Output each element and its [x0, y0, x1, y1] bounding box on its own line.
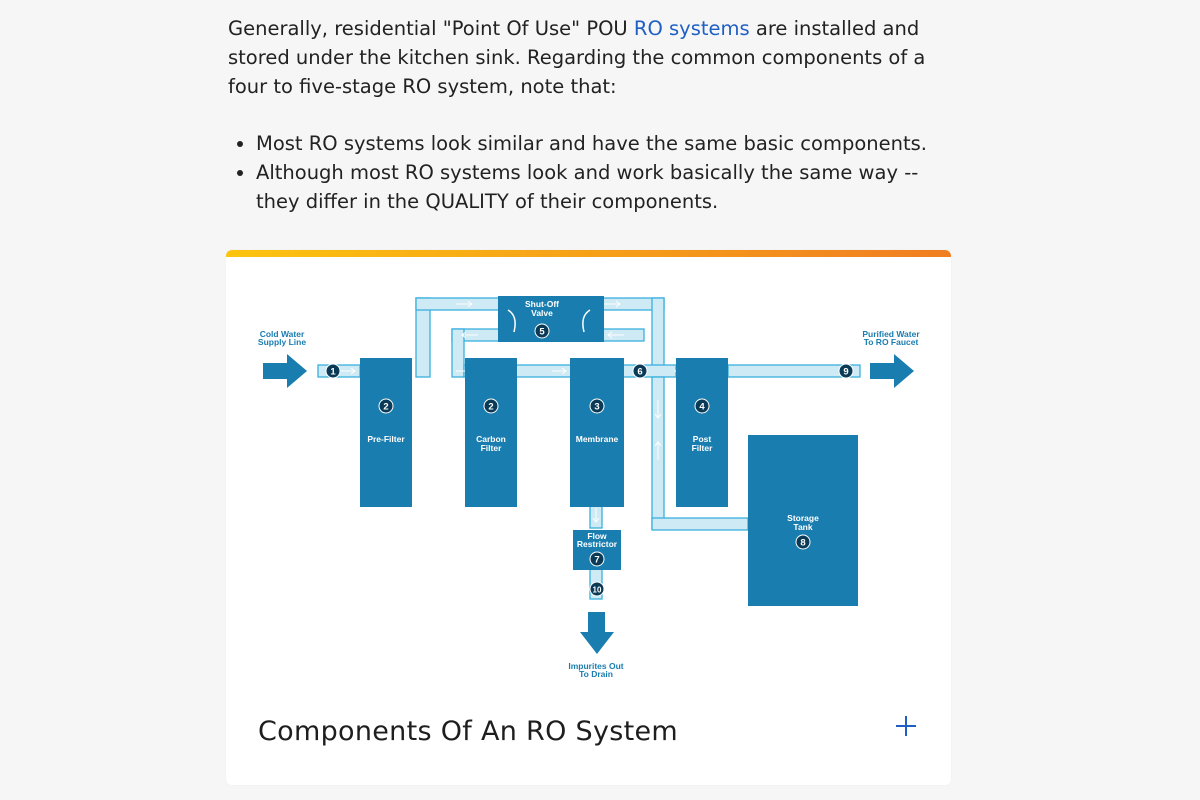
component-flow-restrictor: Flow Restrictor 7	[573, 530, 621, 570]
storage-tank-label: Tank	[793, 522, 812, 532]
external-flow: Cold Water Supply Line Purified Water To…	[258, 329, 920, 679]
outlet-arrow-icon	[870, 354, 914, 388]
flow-arrow	[654, 400, 662, 419]
outlet-label: To RO Faucet	[864, 337, 919, 347]
flow-arrow	[654, 441, 662, 460]
ro-diagram-card: Shut-Off Valve 5 2 Pre-Filter 2 Carbon F…	[226, 250, 951, 785]
valve-arrow-icon	[582, 309, 591, 333]
post-filter-label: Filter	[692, 443, 713, 453]
drain-label: Impurites Out	[568, 661, 623, 671]
inlet-arrow-icon	[263, 354, 307, 388]
flow-arrow	[592, 508, 600, 523]
flow-arrow	[552, 367, 567, 375]
flow-arrow	[461, 331, 478, 339]
post-filter-number: 4	[699, 402, 705, 413]
flow-restrictor-number: 7	[594, 555, 599, 566]
junction-number: 6	[637, 367, 642, 378]
post-filter-housing	[676, 358, 728, 507]
flow-restrictor-label: Restrictor	[577, 539, 618, 549]
valve-arrow-icon	[507, 309, 516, 333]
card-title: Components Of An RO System	[258, 716, 678, 747]
storage-tank-marker	[795, 534, 811, 550]
intro-bullet-list: Most RO systems look similar and have th…	[228, 129, 958, 216]
prefilter-marker	[378, 398, 394, 414]
shutoff-valve-label: Shut-Off	[525, 299, 559, 309]
drain-arrow-icon	[580, 612, 614, 654]
inlet-number: 1	[330, 367, 336, 378]
inlet-label: Supply Line	[258, 337, 306, 347]
shutoff-valve-box	[498, 296, 604, 342]
post-filter-marker	[694, 398, 710, 414]
storage-tank	[748, 435, 858, 606]
carbon-filter-housing	[465, 358, 517, 507]
drain-number: 10	[593, 586, 602, 595]
flow-restrictor-label: Flow	[587, 531, 607, 541]
component-carbon-filter: 2 Carbon Filter	[465, 358, 517, 507]
plus-icon[interactable]	[892, 712, 920, 740]
ro-system-diagram: Shut-Off Valve 5 2 Pre-Filter 2 Carbon F…	[258, 296, 920, 679]
prefilter-housing	[360, 358, 412, 507]
prefilter-number: 2	[383, 402, 388, 413]
shutoff-valve-label: Valve	[531, 308, 553, 318]
flow-arrow	[456, 300, 473, 308]
membrane-label: Membrane	[576, 434, 619, 444]
drain-label: To Drain	[579, 669, 613, 679]
component-post-filter: 4 Post Filter	[676, 358, 728, 507]
flow-arrow	[607, 331, 624, 339]
carbon-filter-marker	[483, 398, 499, 414]
storage-tank-label: Storage	[787, 513, 819, 523]
tank-feed-pipe	[651, 517, 749, 531]
return-riser-pipe	[451, 328, 465, 378]
outlet-number: 9	[843, 367, 848, 378]
carbon-filter-label: Filter	[481, 443, 502, 453]
flow-arrow	[341, 367, 356, 375]
shutoff-valve-marker	[534, 323, 550, 339]
drain-marker	[589, 581, 605, 597]
intro-text-before-link: Generally, residential "Point Of Use" PO…	[228, 17, 634, 40]
article-intro: Generally, residential "Point Of Use" PO…	[228, 14, 958, 216]
intro-bullet: Although most RO systems look and work b…	[256, 158, 958, 216]
shutoff-valve-number: 5	[539, 327, 545, 338]
pipe-markers: 1 6 9 10	[325, 363, 854, 597]
component-storage-tank: Storage Tank 8	[748, 435, 858, 606]
outlet-marker	[838, 363, 854, 379]
membrane-housing	[570, 358, 624, 507]
carbon-filter-label: Carbon	[476, 434, 506, 444]
card-accent-bar	[226, 250, 951, 257]
membrane-number: 3	[594, 402, 599, 413]
inlet-label: Cold Water	[260, 329, 305, 339]
component-prefilter: 2 Pre-Filter	[360, 358, 412, 507]
carbon-filter-number: 2	[488, 402, 493, 413]
outlet-label: Purified Water	[862, 329, 920, 339]
post-filter-label: Post	[693, 434, 712, 444]
flow-restrictor-marker	[589, 551, 605, 567]
junction-marker	[632, 363, 648, 379]
ro-systems-link[interactable]: RO systems	[633, 17, 750, 40]
prefilter-label: Pre-Filter	[367, 434, 405, 444]
component-membrane: 3 Membrane	[570, 358, 624, 507]
intro-bullet: Most RO systems look similar and have th…	[256, 129, 958, 158]
flow-arrow	[604, 300, 621, 308]
component-shutoff-valve: Shut-Off Valve 5	[498, 296, 604, 342]
intro-text-after-link: are installed and stored under the kitch…	[228, 17, 926, 98]
inlet-marker	[325, 363, 341, 379]
membrane-marker	[589, 398, 605, 414]
intro-paragraph: Generally, residential "Point Of Use" PO…	[228, 14, 958, 101]
storage-tank-number: 8	[800, 538, 805, 549]
